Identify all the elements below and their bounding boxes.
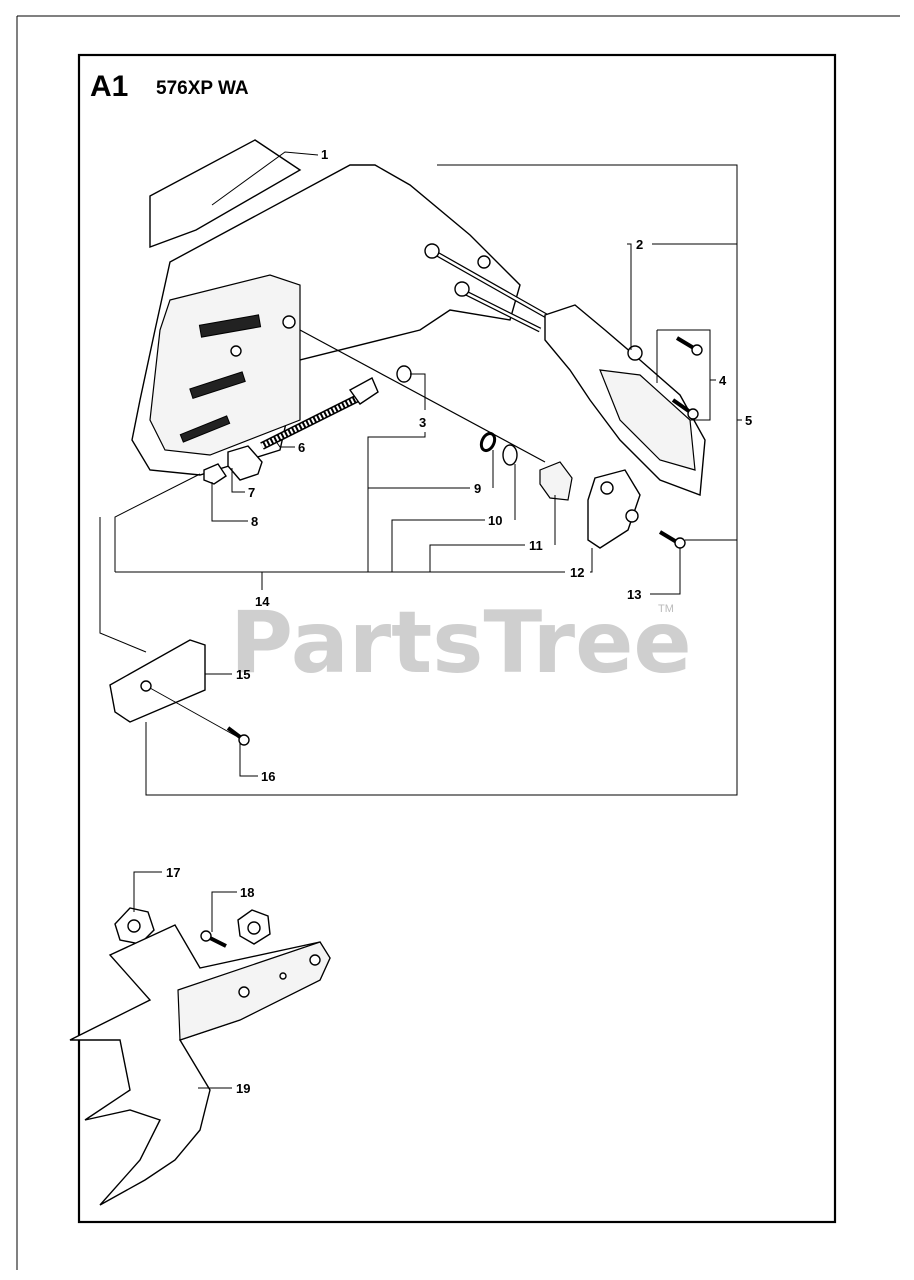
- leader-18: [211, 891, 237, 932]
- clutch-cover-inner: [149, 274, 301, 456]
- callout-10: 10: [488, 513, 502, 528]
- leader-12: [590, 548, 593, 573]
- leader-16: [239, 742, 258, 777]
- plate-hole: [625, 509, 639, 523]
- gear-part-11: [539, 461, 573, 501]
- rod-bushing-2: [454, 281, 470, 297]
- nut-17-hole: [127, 919, 141, 933]
- leader-7: [231, 468, 245, 493]
- leader-3: [410, 373, 426, 410]
- rod-bushing-1: [424, 243, 440, 259]
- spike-plate-face: [177, 941, 331, 1041]
- callout-17: 17: [166, 865, 180, 880]
- section-code: A1: [90, 70, 128, 103]
- spike-hole-3: [309, 954, 321, 966]
- brake-spring-pin: [627, 345, 643, 361]
- callout-1: 1: [321, 147, 328, 162]
- callout-14: 14: [255, 594, 270, 609]
- callout-6: 6: [298, 440, 305, 455]
- callout-5: 5: [745, 413, 752, 428]
- callout-7: 7: [248, 485, 255, 500]
- leader-6: [274, 439, 295, 448]
- tension-rod: [299, 329, 546, 463]
- leader-1: [211, 151, 319, 206]
- group-line-14-left: [114, 473, 201, 572]
- leader-4: [657, 329, 711, 421]
- group-line-3: [367, 432, 426, 572]
- leader-11: [429, 544, 525, 572]
- model-name: 576XP WA: [156, 78, 249, 99]
- cover-slot-2: [189, 371, 246, 400]
- bracket-part-15: [109, 639, 206, 723]
- cover-hole-2: [230, 345, 242, 357]
- screw-4b: [671, 398, 699, 420]
- callout-19: 19: [236, 1081, 250, 1096]
- rod-2-core: [459, 288, 541, 332]
- washer-part-3: [396, 365, 412, 383]
- leader-10: [391, 519, 485, 572]
- cover-slot-3: [179, 415, 231, 443]
- plate-part-12: [587, 469, 641, 549]
- rod-bushing-3: [477, 255, 491, 269]
- adjuster-screw-part: [260, 377, 379, 450]
- screw-13: [658, 530, 686, 549]
- leader-2: [627, 243, 632, 350]
- screw-4a: [675, 336, 703, 356]
- o-ring-part-9: [479, 431, 497, 453]
- callout-11: 11: [529, 538, 543, 553]
- watermark-trademark: TM: [658, 603, 674, 615]
- rod-1-core: [429, 248, 551, 320]
- spike-hole-1: [238, 986, 250, 998]
- spike-hole-2: [279, 972, 287, 980]
- cover-slot-1: [198, 314, 262, 338]
- leader-8: [211, 482, 248, 522]
- leader-13: [650, 548, 681, 595]
- callout-3: 3: [419, 415, 426, 430]
- nut-18-hole: [247, 921, 261, 935]
- callout-15: 15: [236, 667, 250, 682]
- leader-15: [99, 630, 147, 653]
- callout-2: 2: [636, 237, 643, 252]
- callout-12: 12: [570, 565, 584, 580]
- callout-18: 18: [240, 885, 254, 900]
- cover-hole: [282, 315, 296, 329]
- callout-9: 9: [474, 481, 481, 496]
- leader-17: [133, 871, 162, 912]
- group-line-5: [145, 164, 738, 796]
- bracket-hole: [140, 680, 152, 692]
- chain-brake-shade: [599, 369, 696, 471]
- watermark-text: PartsTree: [230, 593, 692, 693]
- callout-16: 16: [261, 769, 275, 784]
- nut-part-8: [203, 463, 227, 485]
- washer-part-10: [502, 444, 518, 466]
- screw-16: [226, 726, 250, 746]
- callout-8: 8: [251, 514, 258, 529]
- plate-hole-2: [600, 481, 614, 495]
- nut-part-7: [227, 445, 263, 481]
- diagram-frame: [77, 53, 837, 1224]
- leader-16-diag: [149, 687, 237, 737]
- callout-13: 13: [627, 587, 641, 602]
- callout-4: 4: [719, 373, 727, 388]
- decal-part: [149, 139, 302, 249]
- screw-18: [200, 930, 227, 948]
